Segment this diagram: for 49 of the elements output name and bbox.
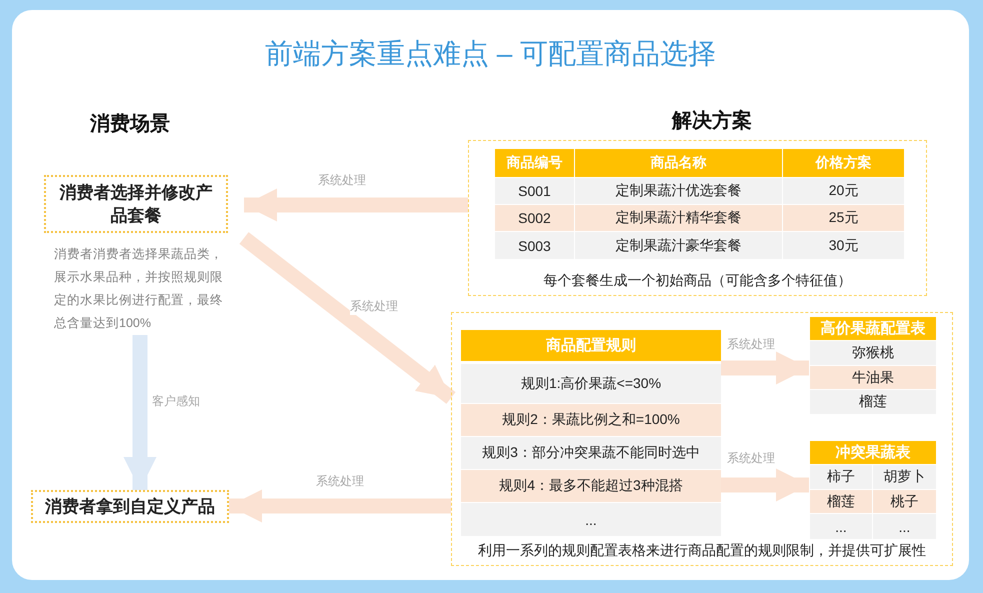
section-heading: 解决方案 [670, 108, 753, 134]
table-header: 商品名称 [575, 149, 782, 177]
table-row: 规则4：最多不能超过3种混搭 [461, 470, 721, 502]
table-row: 定制果蔬汁豪华套餐 [575, 232, 782, 259]
panel-caption: 每个套餐生成一个初始商品（可能含多个特征值） [542, 271, 852, 290]
table [461, 330, 721, 536]
table [810, 317, 936, 414]
table [810, 441, 936, 539]
table-row: 桃子 [873, 490, 936, 513]
table-row: 30元 [783, 232, 904, 259]
table-row: 定制果蔬汁精华套餐 [575, 205, 782, 231]
table-header: 商品编号 [495, 149, 574, 177]
arrow [229, 490, 451, 522]
table-row: 规则3：部分冲突果蔬不能同时选中 [461, 437, 721, 469]
table-row: 弥猴桃 [810, 341, 936, 365]
table-row: 规则2：果蔬比例之和=100% [461, 404, 721, 436]
section-heading: 消费场景 [88, 112, 171, 136]
result-box: 消费者拿到自定义产品 [31, 490, 229, 523]
table-row: ... [810, 514, 872, 539]
arrow [124, 335, 156, 490]
table-row: 规则1:高价果蔬<=30% [461, 364, 721, 403]
dashed-panel [451, 312, 953, 566]
page-title: 前端方案重点难点 – 可配置商品选择 [264, 37, 718, 71]
edge-label: 系统处理 [350, 298, 398, 315]
table-row: 25元 [783, 205, 904, 231]
arrow [720, 352, 809, 384]
table-row: 20元 [783, 178, 904, 204]
table-row: 榴莲 [810, 490, 872, 513]
arrow [239, 232, 456, 404]
table-header: 价格方案 [783, 149, 904, 177]
arrow [720, 468, 809, 502]
dashed-panel [468, 140, 927, 296]
table-row: 牛油果 [810, 366, 936, 389]
table-header: 高价果蔬配置表 [810, 317, 936, 340]
description-text: 消费者消费者选择果蔬品类，展示水果品种，并按照规则限定的水果比例进行配置，最终总含量达到100% [54, 246, 224, 332]
arrow [244, 188, 468, 222]
table-row: S002 [495, 205, 574, 231]
table-row: 胡萝卜 [873, 465, 936, 489]
panel-caption: 利用一系列的规则配置表格来进行商品配置的规则限制，并提供可扩展性 [477, 541, 927, 560]
table-row: ... [873, 514, 936, 539]
table-row: ... [461, 503, 721, 536]
table-row: 柿子 [810, 465, 872, 489]
table-row: 定制果蔬汁优选套餐 [575, 178, 782, 204]
scenario-box: 消费者选择并修改产品套餐 [44, 175, 228, 233]
table-header: 商品配置规则 [461, 330, 721, 361]
table-row: S003 [495, 232, 574, 259]
table-row: 榴莲 [810, 390, 936, 414]
table-row: S001 [495, 178, 574, 204]
table-header: 冲突果蔬表 [810, 441, 936, 464]
